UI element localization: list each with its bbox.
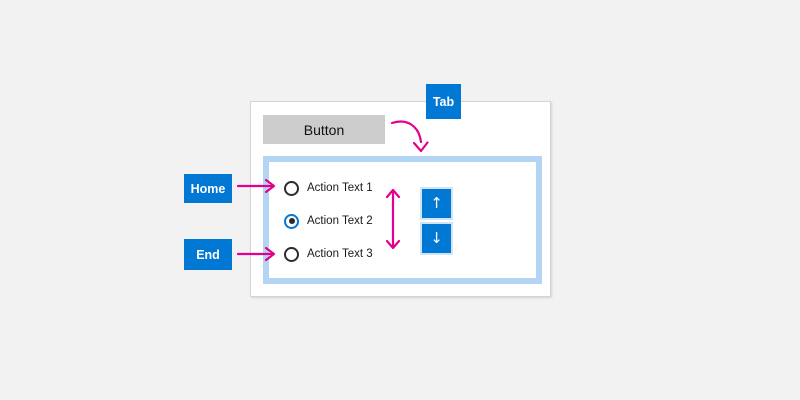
radio-button[interactable] bbox=[284, 180, 299, 196]
up-arrow-icon: ↑ bbox=[430, 194, 443, 212]
home-key-badge: Home bbox=[184, 174, 232, 203]
spinner-control: ↑ ↓ bbox=[420, 187, 453, 255]
radio-option-row[interactable]: Action Text 1 bbox=[284, 180, 373, 196]
radio-option-row[interactable]: Action Text 2 bbox=[284, 213, 373, 229]
tab-key-badge: Tab bbox=[426, 84, 461, 119]
spin-up-button[interactable]: ↑ bbox=[420, 187, 453, 220]
app-window: Button Action Text 1 Action Text 2 Actio… bbox=[250, 101, 551, 297]
end-key-badge: End bbox=[184, 239, 232, 270]
radio-dot-icon bbox=[288, 218, 295, 224]
button[interactable]: Button bbox=[263, 115, 385, 144]
radio-option-row[interactable]: Action Text 3 bbox=[284, 246, 373, 262]
radio-button[interactable] bbox=[284, 213, 299, 229]
spin-down-button[interactable]: ↓ bbox=[420, 222, 453, 255]
radio-group-container: Action Text 1 Action Text 2 Action Text … bbox=[263, 156, 542, 284]
radio-label: Action Text 1 bbox=[307, 182, 373, 194]
down-arrow-icon: ↓ bbox=[430, 229, 443, 247]
radio-label: Action Text 3 bbox=[307, 248, 373, 260]
radio-label: Action Text 2 bbox=[307, 215, 373, 227]
radio-button[interactable] bbox=[284, 246, 299, 262]
